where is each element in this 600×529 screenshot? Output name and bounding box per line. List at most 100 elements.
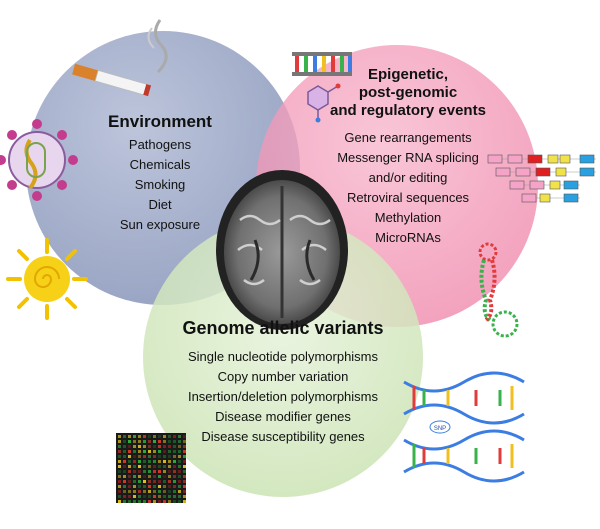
- epigenetic-title: Epigenetic, post-genomic and regulatory …: [304, 66, 512, 120]
- microarray-spot: [143, 435, 146, 438]
- genome-item: Insertion/deletion polymorphisms: [187, 389, 379, 404]
- microarray-spot: [123, 440, 126, 443]
- epigenetic-title-line-3: and regulatory events: [330, 102, 486, 119]
- microarray-spot: [133, 435, 136, 438]
- microarray-spot: [143, 495, 146, 498]
- microarray-spot: [183, 460, 186, 463]
- environment-item: Sun exposure: [119, 217, 201, 232]
- microarray-spot: [153, 445, 156, 448]
- microarray-spot: [118, 440, 121, 443]
- microarray-spot: [138, 480, 141, 483]
- exon-splicing-icon: [487, 154, 596, 203]
- microarray-spot: [183, 440, 186, 443]
- microarray-spot: [158, 445, 161, 448]
- microarray-spot: [163, 445, 166, 448]
- microarray-spot: [173, 485, 176, 488]
- microarray-spot: [163, 500, 166, 503]
- environment-item: Smoking: [134, 177, 186, 192]
- microarray-spot: [118, 435, 121, 438]
- microarray-spot: [138, 500, 141, 503]
- microarray-spot: [128, 465, 131, 468]
- microarray-spot: [178, 470, 181, 473]
- dna-ladder-icon: [292, 52, 352, 76]
- microarray-spot: [123, 450, 126, 453]
- sun-icon: [6, 238, 88, 320]
- microarray-spot: [178, 480, 181, 483]
- microarray-spot: [133, 460, 136, 463]
- epigenetic-item: Gene rearrangements: [344, 130, 472, 145]
- cigarette-icon: [72, 19, 168, 97]
- microarray-spot: [123, 455, 126, 458]
- microarray-spot: [148, 460, 151, 463]
- microarray-spot: [138, 495, 141, 498]
- epigenetic-item: Retroviral sequences: [346, 190, 470, 205]
- microarray-spot: [133, 455, 136, 458]
- microarray-spot: [168, 450, 171, 453]
- microarray-spot: [168, 475, 171, 478]
- microarray-spot: [183, 500, 186, 503]
- microarray-spot: [133, 440, 136, 443]
- microarray-spot: [173, 435, 176, 438]
- microarray-spot: [163, 475, 166, 478]
- microarray-spot: [158, 485, 161, 488]
- microarray-icon: [116, 433, 186, 503]
- microarray-spot: [178, 445, 181, 448]
- microarray-spot: [153, 450, 156, 453]
- epigenetic-item: and/or editing: [368, 170, 448, 185]
- microarray-spot: [133, 480, 136, 483]
- microarray-spot: [153, 490, 156, 493]
- microarray-spot: [153, 465, 156, 468]
- microarray-spot: [183, 450, 186, 453]
- microarray-spot: [183, 495, 186, 498]
- microarray-spot: [153, 480, 156, 483]
- microarray-spot: [133, 490, 136, 493]
- microarray-spot: [123, 485, 126, 488]
- epigenetic-item: MicroRNAs: [375, 230, 441, 245]
- microarray-spot: [118, 500, 121, 503]
- microarray-spot: [168, 470, 171, 473]
- microarray-spot: [153, 460, 156, 463]
- microarray-spot: [138, 485, 141, 488]
- microarray-spot: [173, 500, 176, 503]
- microarray-spot: [143, 490, 146, 493]
- microarray-spot: [183, 480, 186, 483]
- brain-mri-icon: [216, 170, 348, 330]
- microarray-spot: [133, 465, 136, 468]
- microarray-spot: [183, 455, 186, 458]
- microarray-spot: [118, 485, 121, 488]
- nucleotide-molecule-icon: [307, 83, 341, 123]
- microarray-spot: [123, 490, 126, 493]
- microarray-spot: [128, 495, 131, 498]
- microarray-spot: [153, 475, 156, 478]
- microarray-spot: [183, 465, 186, 468]
- microarray-spot: [118, 475, 121, 478]
- microarray-spot: [128, 435, 131, 438]
- microarray-spot: [138, 490, 141, 493]
- microarray-spot: [153, 440, 156, 443]
- microarray-spot: [153, 455, 156, 458]
- microarray-spot: [158, 475, 161, 478]
- microarray-spot: [148, 450, 151, 453]
- microarray-spot: [128, 485, 131, 488]
- microarray-spot: [163, 465, 166, 468]
- microarray-spot: [168, 460, 171, 463]
- microarray-spot: [173, 440, 176, 443]
- microarray-spot: [153, 500, 156, 503]
- microarray-spot: [128, 455, 131, 458]
- microarray-spot: [118, 480, 121, 483]
- microarray-spot: [128, 440, 131, 443]
- microarray-spot: [133, 475, 136, 478]
- microarray-spot: [143, 455, 146, 458]
- microarray-spot: [138, 460, 141, 463]
- microrna-hairpin-icon: [478, 242, 519, 338]
- microarray-spot: [128, 490, 131, 493]
- microarray-spot: [138, 435, 141, 438]
- microarray-spot: [158, 495, 161, 498]
- microarray-spot: [178, 475, 181, 478]
- virus-icon: [0, 119, 78, 201]
- microarray-spot: [178, 490, 181, 493]
- microarray-spot: [163, 490, 166, 493]
